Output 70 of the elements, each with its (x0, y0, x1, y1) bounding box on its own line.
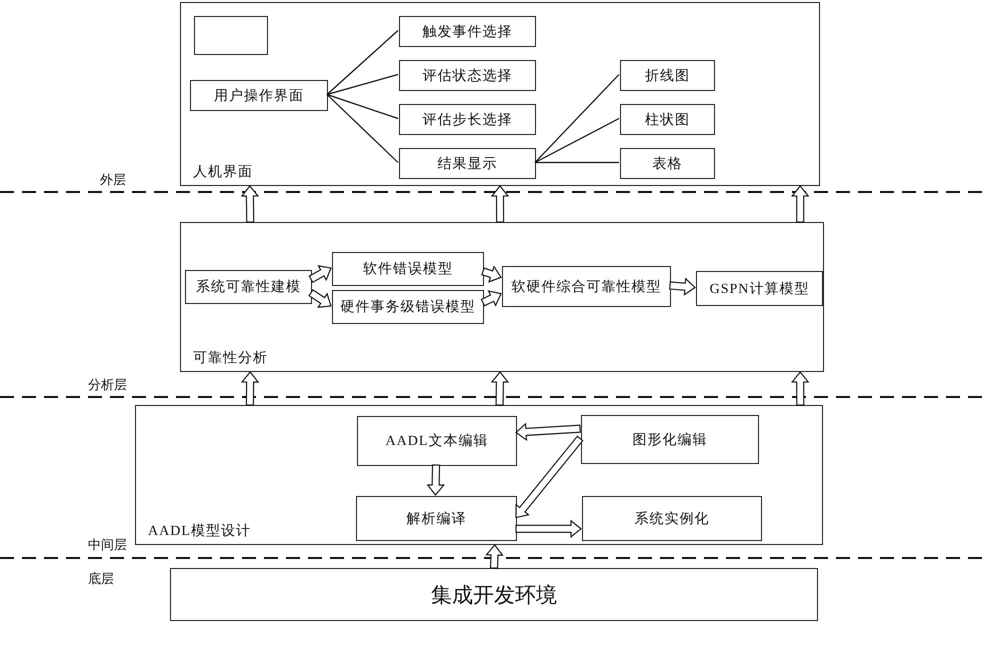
box-label: 系统实例化 (634, 510, 710, 528)
hollow-arrow (308, 289, 332, 308)
process-box (620, 148, 715, 179)
connector-line (534, 118, 620, 164)
hollow-arrow (481, 265, 502, 283)
process-box (399, 148, 536, 179)
process-box (502, 266, 671, 307)
hollow-arrow (240, 371, 260, 406)
process-box (620, 104, 715, 135)
layer-label: 底层 (88, 570, 114, 588)
box-label: 结果显示 (438, 156, 498, 172)
layer-caption: AADL模型设计 (148, 522, 251, 540)
process-box (620, 60, 715, 91)
hollow-arrow (308, 265, 332, 284)
process-box (581, 415, 759, 464)
box-label: 用户操作界面 (214, 87, 304, 104)
process-box (357, 416, 517, 466)
box-label: GSPN计算模型 (710, 280, 810, 298)
connector-line (326, 74, 398, 96)
box-label: 评估步长选择 (422, 112, 512, 128)
hollow-arrow (490, 185, 510, 223)
process-box (190, 80, 328, 111)
hollow-arrow (669, 278, 696, 296)
hollow-arrow (490, 371, 510, 406)
hollow-arrow (426, 464, 445, 496)
hollow-arrow (515, 422, 581, 442)
box-label: 解析编译 (406, 510, 466, 528)
hollow-arrow (480, 290, 502, 307)
connector-line (326, 94, 398, 163)
process-box (582, 496, 762, 541)
connector-line (534, 74, 620, 163)
hollow-arrow (791, 185, 810, 223)
box-label: 软件错误模型 (363, 260, 453, 278)
process-box (399, 104, 536, 135)
connector-line (535, 162, 619, 164)
layer-label: 外层 (100, 171, 126, 189)
process-box (399, 16, 536, 47)
process-box (332, 290, 484, 324)
box-label: 硬件事务级错误模型 (340, 298, 476, 316)
box-label: 柱状图 (645, 112, 690, 128)
box-label: 评估状态选择 (422, 67, 512, 84)
connector-line (326, 94, 398, 120)
box-label: 折线图 (645, 68, 690, 84)
layer-label: 分析层 (88, 376, 127, 394)
box-label: 系统可靠性建模 (196, 278, 301, 296)
hollow-arrow (485, 544, 504, 569)
connector-line (326, 30, 398, 95)
empty-box (194, 16, 268, 55)
process-box (356, 496, 517, 541)
layer-caption: 人机界面 (193, 164, 253, 181)
process-box (399, 60, 536, 91)
process-box (185, 270, 312, 304)
hollow-arrow (515, 520, 582, 538)
process-box (332, 252, 484, 286)
box-label: 图形化编辑 (632, 432, 708, 448)
layer-panel (135, 405, 823, 545)
layer-label: 中间层 (88, 536, 127, 554)
hollow-arrow (791, 371, 810, 406)
layer-caption: 可靠性分析 (193, 350, 268, 367)
process-box (696, 271, 823, 306)
hollow-arrow (515, 436, 584, 518)
layer-panel (180, 222, 824, 372)
layer-panel (180, 2, 820, 186)
box-label: AADL文本编辑 (386, 432, 488, 450)
box-label: 表格 (652, 156, 682, 172)
box-label: 集成开发环境 (431, 582, 557, 608)
platform-box (170, 568, 818, 621)
box-label: 软硬件综合可靠性模型 (512, 278, 662, 296)
box-label: 触发事件选择 (422, 24, 512, 40)
hollow-arrow (240, 185, 260, 223)
